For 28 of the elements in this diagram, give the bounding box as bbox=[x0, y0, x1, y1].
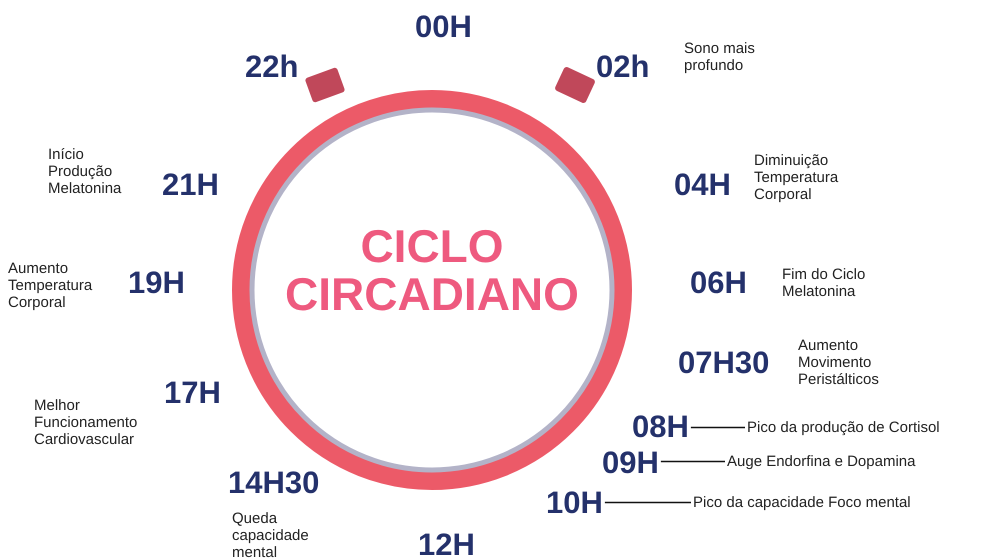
event-description: Pico da produção de Cortisol bbox=[747, 419, 940, 436]
time-label: 02h bbox=[596, 50, 650, 84]
event-description: Melhor Funcionamento Cardiovascular bbox=[34, 397, 138, 448]
time-label: 19H bbox=[128, 266, 185, 300]
time-label: 07H30 bbox=[678, 346, 770, 380]
event-description: Aumento Movimento Peristálticos bbox=[798, 337, 880, 388]
event-description: Auge Endorfina e Dopamina bbox=[727, 453, 916, 470]
time-label: 08H bbox=[632, 410, 689, 444]
time-label: 17H bbox=[164, 376, 221, 410]
leader-line bbox=[690, 426, 745, 428]
time-label: 12H bbox=[418, 528, 475, 558]
leader-line bbox=[660, 460, 725, 462]
time-label: 06H bbox=[690, 266, 747, 300]
leader-line bbox=[604, 502, 691, 504]
time-label: 10H bbox=[546, 486, 603, 520]
event-description: Início Produção Melatonina bbox=[48, 146, 122, 197]
time-label: 00H bbox=[415, 10, 472, 44]
time-label: 04H bbox=[674, 168, 731, 202]
event-description: Queda capacidade mental bbox=[232, 510, 310, 558]
event-description: Aumento Temperatura Corporal bbox=[8, 260, 94, 311]
time-label: 14H30 bbox=[228, 466, 320, 500]
time-label: 22h bbox=[245, 50, 298, 84]
time-label: 09H bbox=[602, 446, 659, 480]
event-description: Fim do Ciclo Melatonina bbox=[782, 266, 866, 300]
event-description: Sono mais profundo bbox=[684, 40, 756, 74]
time-label: 21H bbox=[162, 168, 219, 202]
event-description: Pico da capacidade Foco mental bbox=[693, 494, 911, 511]
event-description: Diminuição Temperatura Corporal bbox=[754, 152, 840, 203]
